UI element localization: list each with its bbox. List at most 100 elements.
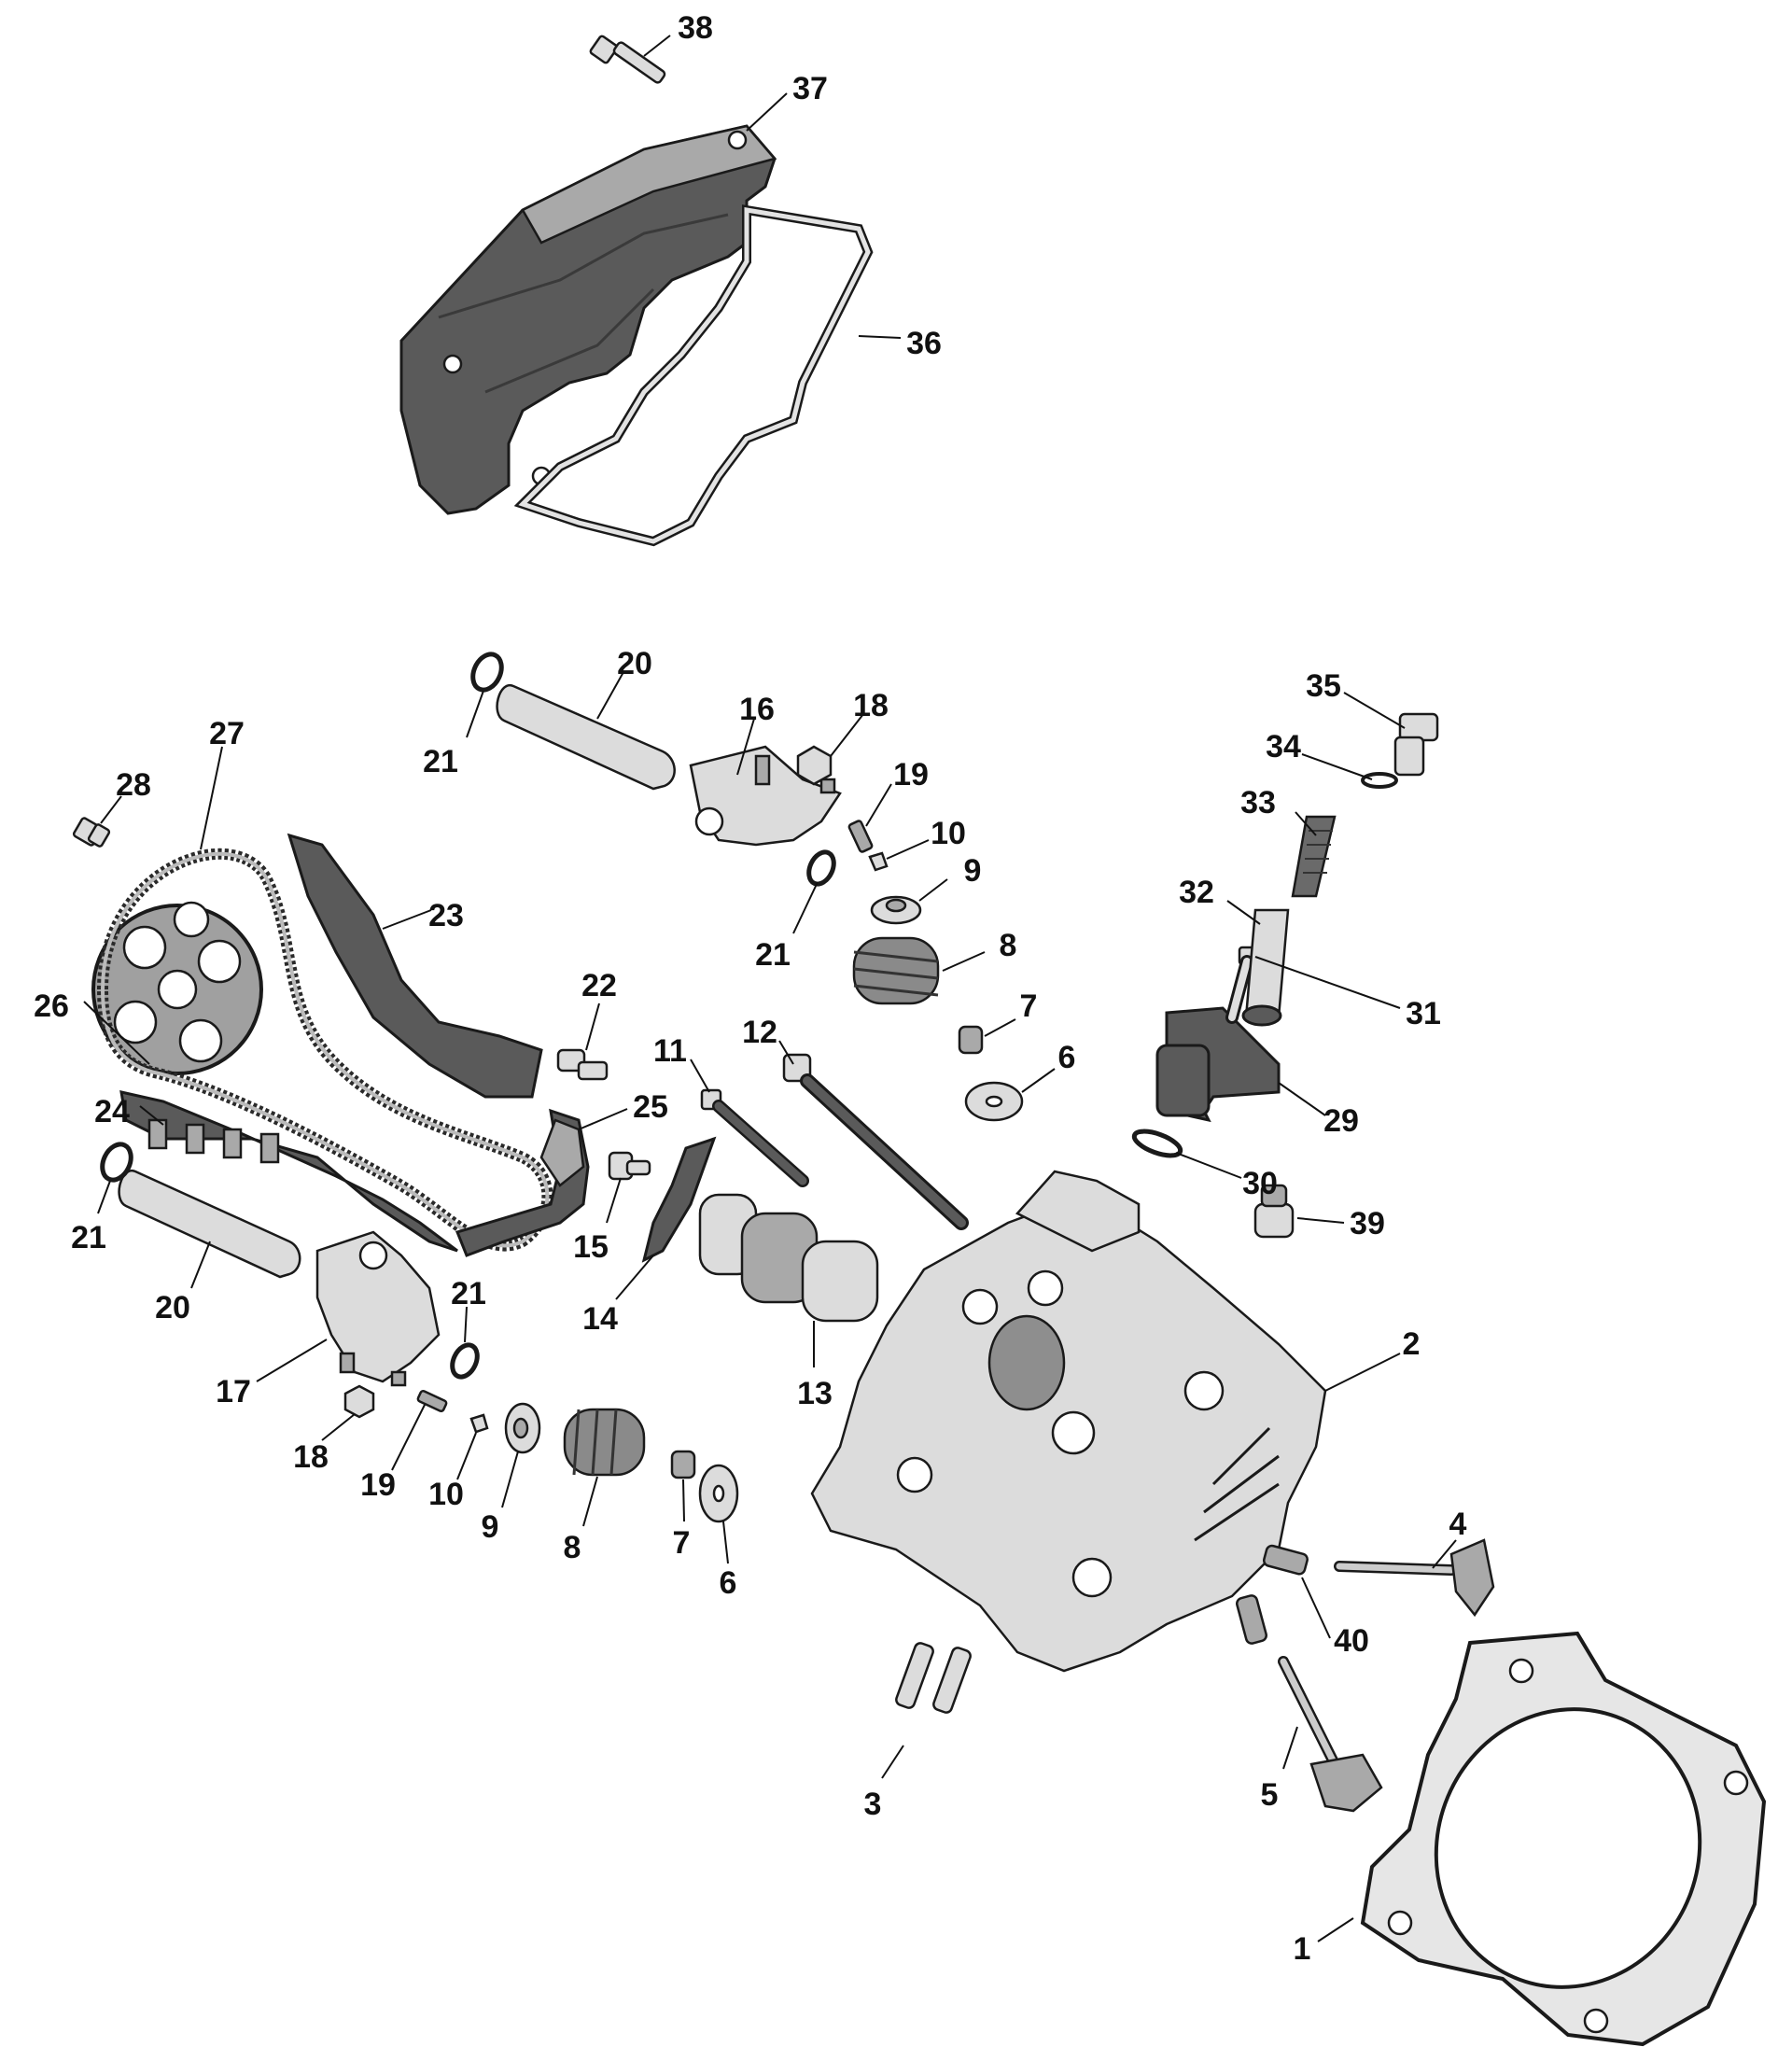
o-ring-21b-part[interactable] bbox=[805, 848, 839, 889]
tensioner-guide-part[interactable] bbox=[119, 1090, 458, 1253]
callout-number: 32 bbox=[1179, 875, 1214, 910]
callout-number: 21 bbox=[755, 937, 791, 973]
tensioner-plug-part[interactable] bbox=[1393, 712, 1439, 777]
leader-line bbox=[736, 718, 755, 776]
callout-number: 35 bbox=[1306, 668, 1341, 704]
spark-plug-part[interactable] bbox=[1253, 1184, 1295, 1239]
callout-c21a: 21 bbox=[423, 690, 484, 779]
leader-line bbox=[83, 1001, 150, 1065]
exhaust-valve-part[interactable] bbox=[1278, 1656, 1383, 1813]
rocker-shaft-upper-part[interactable] bbox=[496, 683, 676, 791]
tensioner-washer-part[interactable] bbox=[1361, 772, 1398, 789]
callout-c34: 34 bbox=[1266, 729, 1373, 780]
cylinder-head-part[interactable] bbox=[810, 1170, 1327, 1673]
leader-line bbox=[1254, 956, 1401, 1009]
rocker-arm-upper-part[interactable] bbox=[689, 745, 842, 847]
leader-line bbox=[886, 839, 930, 860]
valve-keeper-10b-part[interactable] bbox=[469, 1413, 489, 1434]
o-ring-21c-part[interactable] bbox=[97, 1140, 136, 1185]
callout-c25: 25 bbox=[578, 1089, 668, 1130]
long-bolt-11-part[interactable] bbox=[700, 1088, 809, 1187]
rocker-shaft-lower-part[interactable] bbox=[118, 1169, 301, 1279]
leader-line bbox=[321, 1413, 356, 1441]
valve-cover-gasket-part[interactable] bbox=[513, 204, 874, 547]
guide-bolt-15-part[interactable] bbox=[608, 1151, 651, 1181]
leader-line bbox=[722, 1521, 729, 1564]
intake-valve-part[interactable] bbox=[1334, 1538, 1495, 1618]
callout-c7b: 7 bbox=[673, 1479, 690, 1561]
leader-line bbox=[1175, 1152, 1242, 1179]
callout-number: 33 bbox=[1240, 785, 1276, 820]
callout-c22: 22 bbox=[581, 968, 617, 1051]
nut-18a-part[interactable] bbox=[796, 745, 833, 786]
leader-line bbox=[942, 951, 986, 972]
callout-c20a: 20 bbox=[596, 646, 652, 720]
tensioner-spring-part[interactable] bbox=[1291, 815, 1337, 898]
spring-seat-6a-part[interactable] bbox=[964, 1081, 1024, 1122]
valve-guide-part[interactable] bbox=[1236, 1544, 1309, 1645]
leader-line bbox=[865, 783, 892, 827]
timing-chain-part[interactable] bbox=[96, 848, 553, 1252]
callout-number: 20 bbox=[155, 1290, 190, 1325]
leader-line bbox=[190, 1241, 211, 1289]
nut-18b-part[interactable] bbox=[343, 1384, 375, 1419]
leader-line bbox=[830, 713, 864, 757]
spring-retainer-9a-part[interactable] bbox=[870, 895, 922, 925]
callout-number: 6 bbox=[1058, 1040, 1076, 1075]
leader-line bbox=[464, 1306, 468, 1343]
leader-line bbox=[582, 1476, 598, 1527]
valve-spring-8a-part[interactable] bbox=[852, 936, 940, 1005]
valve-keeper-10a-part[interactable] bbox=[868, 851, 889, 872]
long-bolt-12-part[interactable] bbox=[782, 1053, 969, 1230]
adjuster-screw-19b-part[interactable] bbox=[416, 1389, 448, 1413]
tensioner-body-part[interactable] bbox=[1155, 1006, 1281, 1123]
callout-number: 18 bbox=[853, 688, 889, 723]
o-ring-21a-part[interactable] bbox=[468, 650, 507, 694]
o-ring-21d-part[interactable] bbox=[448, 1341, 483, 1381]
callout-c31: 31 bbox=[1254, 956, 1441, 1031]
rocker-arm-lower-part[interactable] bbox=[315, 1230, 441, 1387]
chain-guide-part[interactable] bbox=[287, 833, 543, 1099]
tensioner-plunger-part[interactable] bbox=[1241, 908, 1290, 1027]
valve-cover-part[interactable] bbox=[399, 124, 777, 515]
leader-line bbox=[100, 795, 122, 824]
callout-number: 38 bbox=[678, 10, 713, 46]
leader-line bbox=[1295, 811, 1317, 836]
callout-c36: 36 bbox=[858, 326, 942, 361]
valve-spring-8b-part[interactable] bbox=[563, 1408, 646, 1477]
camshaft-part[interactable] bbox=[698, 1193, 879, 1323]
dowel-pin-part[interactable] bbox=[556, 1048, 609, 1081]
tensioner-shoe-part[interactable] bbox=[455, 1108, 590, 1257]
spring-retainer-9b-part[interactable] bbox=[504, 1402, 541, 1454]
callout-number: 16 bbox=[739, 692, 775, 727]
callout-number: 22 bbox=[581, 968, 617, 1003]
valve-seal-7b-part[interactable] bbox=[670, 1450, 696, 1479]
adjuster-screw-19a-part[interactable] bbox=[847, 820, 874, 853]
tensioner-gasket-part[interactable] bbox=[1131, 1127, 1183, 1161]
callout-number: 19 bbox=[360, 1467, 396, 1503]
leader-line bbox=[682, 1479, 685, 1522]
leader-line bbox=[596, 671, 624, 720]
callout-c28: 28 bbox=[100, 767, 151, 824]
head-dowel-pins-part[interactable] bbox=[895, 1642, 973, 1715]
head-gasket-part[interactable] bbox=[1360, 1631, 1767, 2047]
valve-seal-7a-part[interactable] bbox=[958, 1025, 984, 1055]
callout-c27: 27 bbox=[200, 716, 245, 850]
cover-bolt-part[interactable] bbox=[589, 35, 666, 84]
callout-number: 10 bbox=[931, 816, 966, 851]
callout-number: 21 bbox=[451, 1276, 486, 1311]
callout-number: 20 bbox=[617, 646, 652, 681]
callout-c40: 40 bbox=[1301, 1577, 1369, 1659]
callout-number: 18 bbox=[293, 1439, 329, 1475]
sprocket-bolt-part[interactable] bbox=[72, 817, 111, 848]
callout-number: 37 bbox=[792, 71, 828, 106]
callout-c21b: 21 bbox=[755, 881, 819, 973]
leader-line bbox=[746, 92, 788, 132]
leader-line bbox=[256, 1339, 328, 1382]
leader-line bbox=[1296, 1217, 1345, 1224]
spring-seat-6b-part[interactable] bbox=[698, 1464, 739, 1523]
leader-line bbox=[585, 1002, 600, 1051]
callout-number: 26 bbox=[34, 988, 69, 1024]
callout-c2: 2 bbox=[1324, 1326, 1420, 1392]
